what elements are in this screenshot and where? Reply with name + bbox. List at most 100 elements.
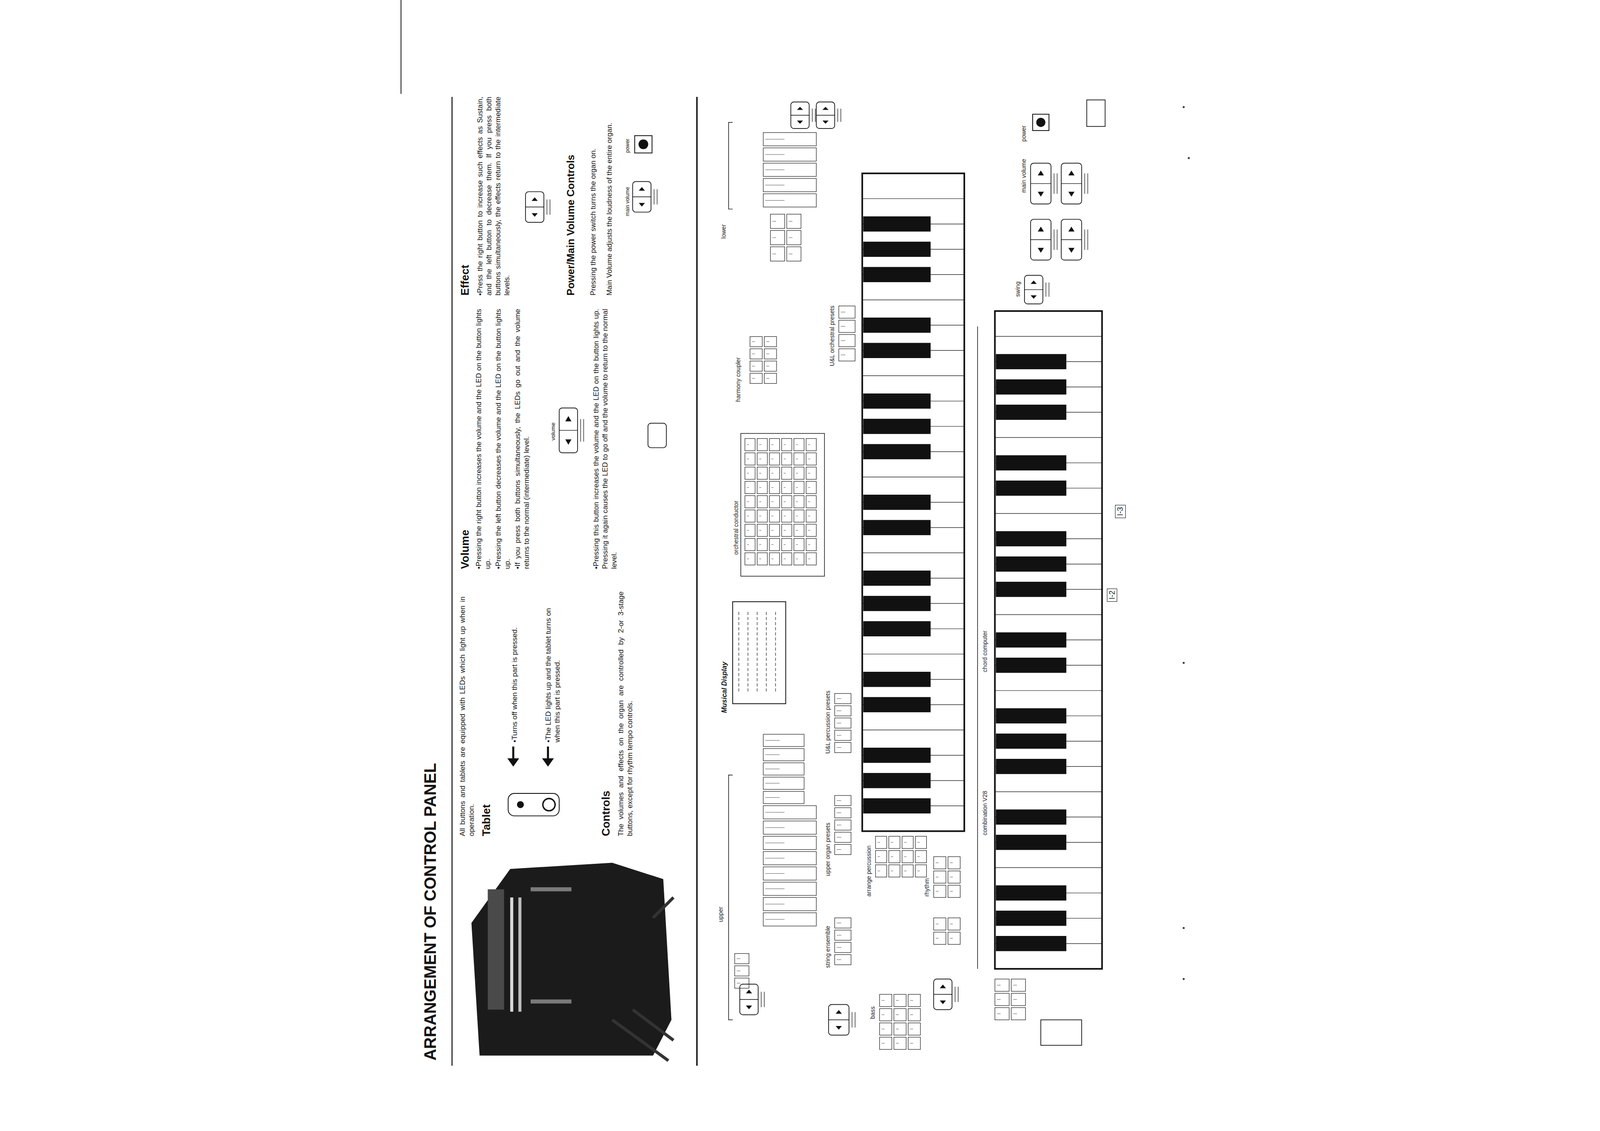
section-heading: Controls: [598, 790, 613, 837]
black-key: [995, 910, 1067, 927]
panel-label: chord computer: [981, 630, 989, 674]
panel-button: [770, 214, 785, 229]
pair-divider: [790, 114, 809, 116]
panel-button: [757, 438, 768, 452]
black-key: [995, 531, 1067, 547]
button-mark: [808, 444, 811, 445]
button-mark: [747, 516, 750, 517]
button-mark: [836, 698, 842, 699]
panel-button: [744, 438, 756, 452]
button-mark: [808, 558, 811, 560]
panel-button: [875, 864, 887, 878]
button-mark: [765, 919, 785, 920]
button-mark: [808, 472, 811, 474]
keyboard-frame: [995, 311, 1103, 970]
down-triangle: [1068, 191, 1075, 197]
white-key: [862, 198, 965, 199]
button-mark: [881, 1029, 885, 1030]
panel-button: [1086, 99, 1106, 127]
button-mark: [771, 501, 774, 503]
button-mark: [836, 812, 842, 814]
panel-button: [875, 836, 887, 849]
button-mark: [747, 544, 750, 546]
pair-divider: [828, 1019, 850, 1021]
panel-button: [764, 373, 777, 384]
button-mark: [808, 530, 811, 531]
button-mark: [996, 1013, 1001, 1015]
button-mark: [788, 237, 793, 238]
button-mark: [795, 544, 798, 546]
button-pair: [1024, 275, 1043, 304]
black-key: [863, 697, 931, 713]
power-button: [1032, 114, 1049, 131]
black-key: [995, 455, 1067, 471]
button-mark: [766, 378, 770, 379]
down-triangle: [565, 439, 572, 445]
level-mark: [1087, 229, 1088, 251]
panel-button: [875, 850, 887, 864]
button-mark: [765, 797, 780, 798]
button-mark: [935, 891, 939, 892]
button-pair: [933, 979, 952, 1011]
button-mark: [783, 487, 786, 488]
white-key: [862, 375, 965, 377]
lower-volume: [790, 102, 815, 129]
button-mark: [788, 253, 793, 255]
button-mark: [795, 501, 798, 503]
lower-presets: [770, 214, 802, 262]
button-mark: [783, 544, 786, 546]
pair-divider: [559, 430, 578, 431]
panel-button: [893, 1008, 907, 1022]
panel-button: [769, 552, 780, 566]
level-mark: [811, 108, 813, 122]
button-mark: [836, 710, 842, 712]
button-mark: [772, 253, 777, 255]
strip-line: [977, 326, 978, 970]
panel-button: [750, 361, 763, 372]
panel-button: [757, 552, 768, 566]
panel-button: [805, 552, 817, 566]
button-pair: [632, 181, 652, 213]
down-triangle: [638, 203, 645, 208]
button-mark: [765, 200, 785, 201]
button-mark: [795, 472, 798, 474]
panel-button: [794, 438, 805, 452]
panel-button: [805, 538, 817, 552]
panel-button: [834, 918, 851, 929]
black-key: [995, 632, 1067, 649]
button-mark: [949, 923, 953, 925]
upper-voice-tablets: [763, 805, 817, 927]
percussion-tablets: [763, 734, 805, 804]
section-brackets: [728, 122, 978, 1021]
button-pair: [828, 1004, 850, 1036]
panel-button: [763, 748, 805, 762]
button-mark: [836, 837, 842, 838]
panel-button: [757, 524, 768, 537]
page-rules: [400, 0, 697, 1066]
panel-label: U&L orchestral presets: [828, 304, 836, 368]
section-heading: Effect: [458, 264, 472, 296]
panel-button: [744, 538, 756, 552]
power-frame: [1032, 114, 1049, 131]
button-mark: [752, 341, 756, 342]
white-key: [862, 299, 965, 301]
button-mark: [795, 558, 798, 560]
panel-button: [763, 163, 817, 177]
panel-button: [786, 214, 801, 229]
display-segment: [765, 612, 767, 694]
button-mark: [935, 862, 939, 864]
down-triangle: [745, 1005, 752, 1010]
panel-button: [879, 994, 892, 1008]
button-pair: [1030, 163, 1052, 205]
generated-panel: [525, 99, 1106, 1050]
musical-display: [732, 601, 786, 704]
panel-button: [763, 821, 817, 835]
black-key: [995, 708, 1067, 724]
pair-divider: [1061, 239, 1082, 240]
up-triangle: [1068, 226, 1075, 232]
panel-button: [879, 1023, 892, 1036]
button-mark: [836, 800, 842, 801]
up-triangle: [565, 416, 572, 422]
up-triangle: [1068, 170, 1075, 176]
harmony-coupler-buttons: [750, 336, 777, 384]
